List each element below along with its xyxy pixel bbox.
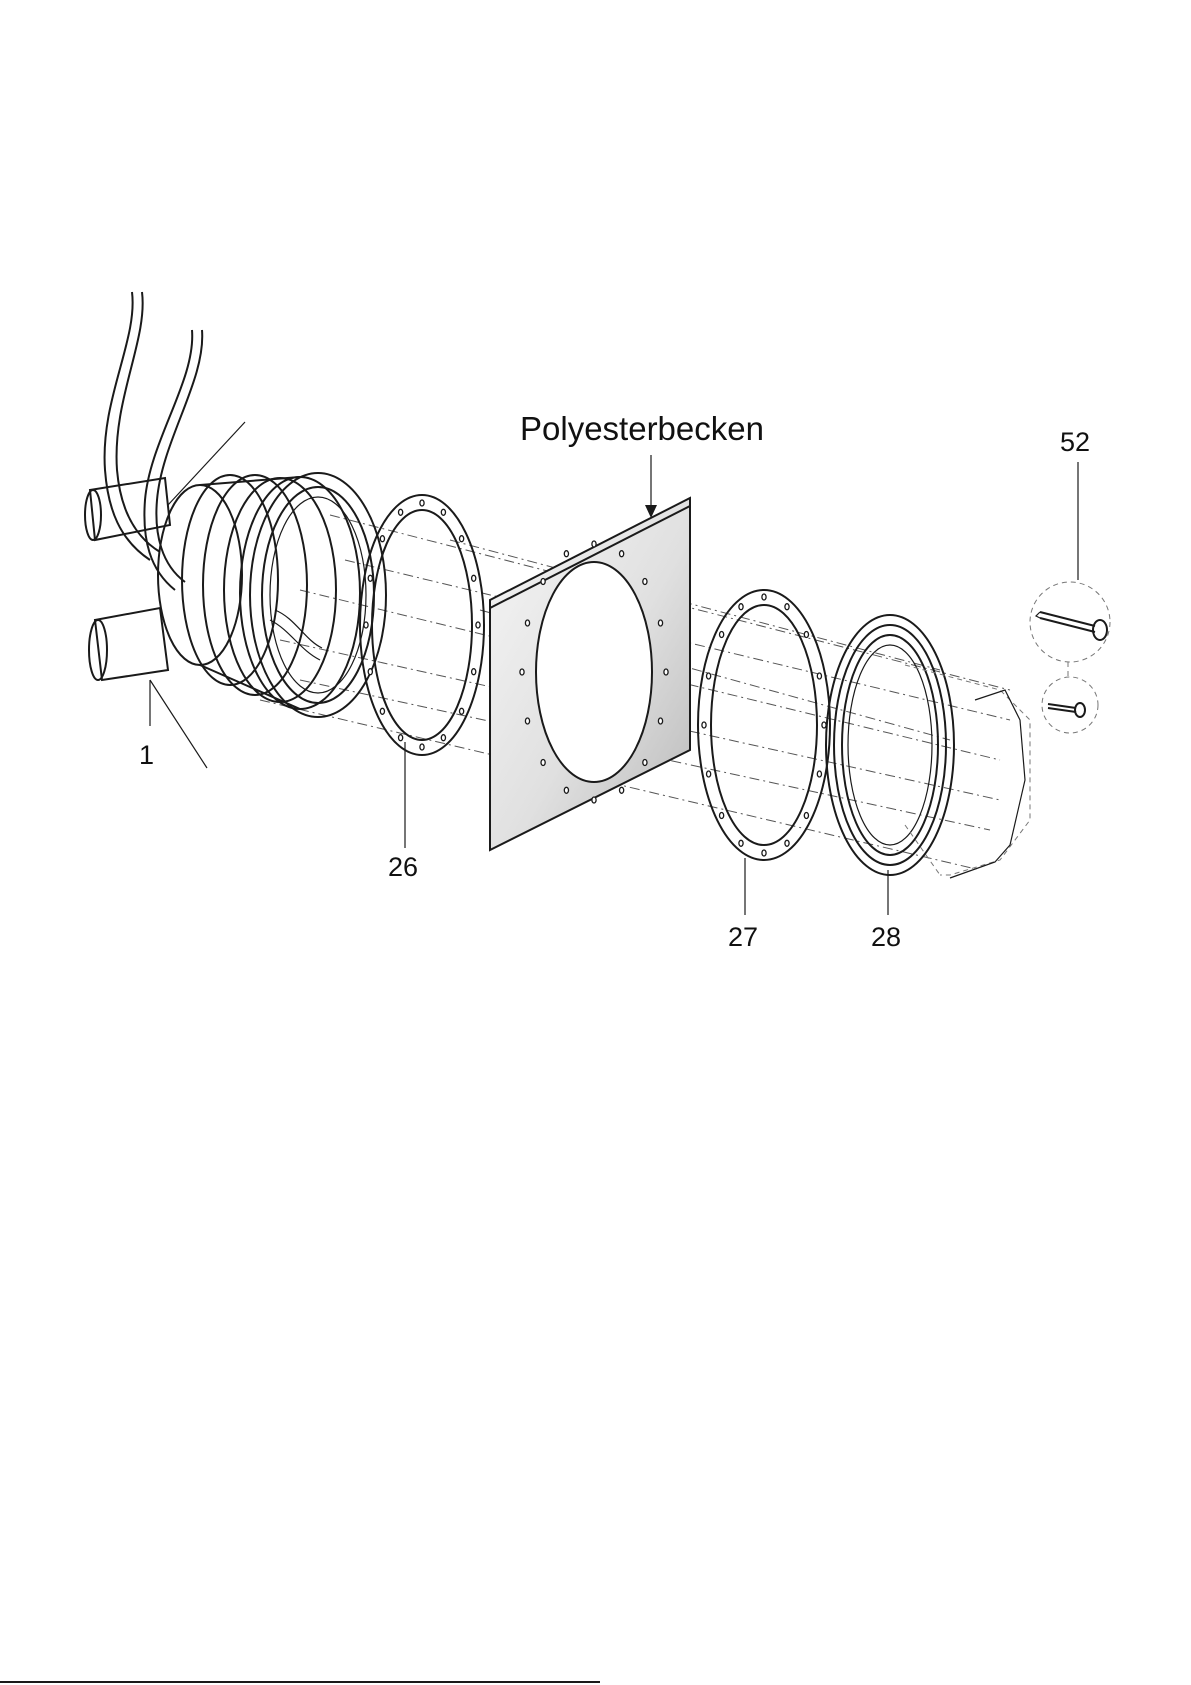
bolt-hole bbox=[643, 760, 647, 766]
bolt-hole bbox=[762, 850, 766, 856]
bolt-hole bbox=[739, 604, 743, 610]
bolt-hole bbox=[707, 673, 711, 679]
lens-cover bbox=[905, 665, 1030, 878]
bolt-hole bbox=[592, 797, 596, 803]
bolt-hole bbox=[525, 718, 529, 724]
bolt-hole bbox=[472, 575, 476, 581]
bolt-hole bbox=[564, 551, 568, 557]
part-26-label: 26 bbox=[388, 852, 418, 882]
bolt-hole bbox=[620, 551, 624, 557]
bolt-hole bbox=[762, 594, 766, 600]
frame-ring-28 bbox=[826, 615, 954, 875]
part-1-label: 1 bbox=[139, 740, 154, 770]
bolt-hole bbox=[441, 509, 445, 515]
bolt-hole bbox=[380, 536, 384, 542]
bolt-hole bbox=[368, 669, 372, 675]
bolt-hole bbox=[541, 760, 545, 766]
bolt-hole bbox=[368, 575, 372, 581]
bolt-hole bbox=[643, 579, 647, 585]
bolt-hole bbox=[460, 536, 464, 542]
bolt-hole bbox=[702, 722, 706, 728]
bolt-hole bbox=[664, 669, 668, 675]
bolt-hole bbox=[364, 622, 368, 628]
part-28-label: 28 bbox=[871, 922, 901, 952]
bolt-hole bbox=[399, 735, 403, 741]
tank-label: Polyesterbecken bbox=[520, 410, 764, 447]
bolt-hole bbox=[720, 632, 724, 638]
screw-detail-52 bbox=[1030, 582, 1110, 733]
bolt-hole bbox=[658, 718, 662, 724]
bolt-hole bbox=[541, 579, 545, 585]
bolt-hole bbox=[460, 708, 464, 714]
bolt-hole bbox=[720, 813, 724, 819]
bolt-hole bbox=[520, 669, 524, 675]
part-52-label: 52 bbox=[1060, 427, 1090, 457]
bolt-hole bbox=[472, 669, 476, 675]
bolt-hole bbox=[707, 771, 711, 777]
bolt-hole bbox=[785, 840, 789, 846]
bolt-hole bbox=[739, 840, 743, 846]
bolt-hole bbox=[804, 632, 808, 638]
bolt-hole bbox=[476, 622, 480, 628]
bolt-hole bbox=[658, 620, 662, 626]
bolt-hole bbox=[441, 735, 445, 741]
bolt-hole bbox=[822, 722, 826, 728]
part-27-label: 27 bbox=[728, 922, 758, 952]
gasket-27 bbox=[698, 590, 830, 860]
bolt-hole bbox=[592, 541, 596, 547]
bolt-hole bbox=[420, 500, 424, 506]
bolt-hole bbox=[564, 787, 568, 793]
tank-wall-panel bbox=[490, 498, 690, 850]
bolt-hole bbox=[817, 771, 821, 777]
bolt-hole bbox=[525, 620, 529, 626]
bolt-hole bbox=[785, 604, 789, 610]
bolt-hole bbox=[420, 744, 424, 750]
bolt-hole bbox=[620, 787, 624, 793]
bolt-hole bbox=[817, 673, 821, 679]
gasket-26 bbox=[360, 495, 484, 755]
bolt-hole bbox=[380, 708, 384, 714]
bolt-hole bbox=[804, 813, 808, 819]
bolt-hole bbox=[399, 509, 403, 515]
